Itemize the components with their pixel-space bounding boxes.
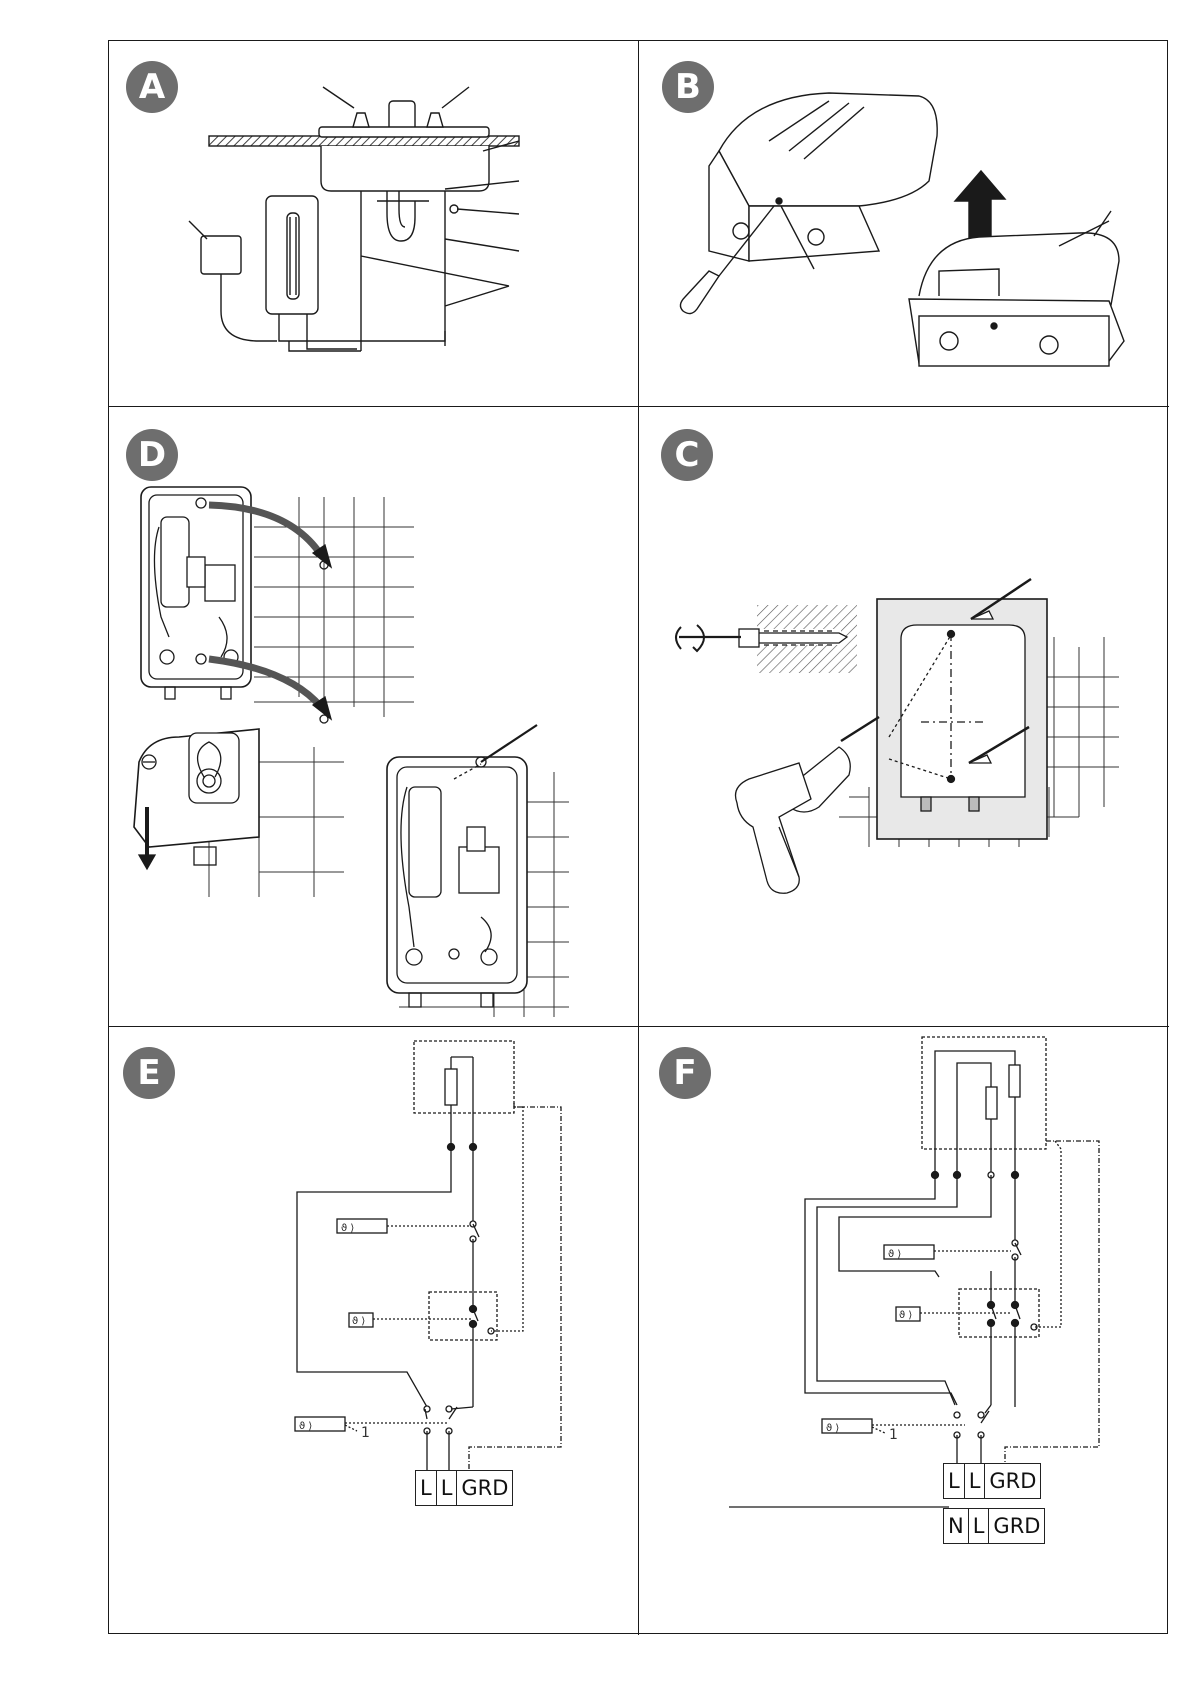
svg-text:ϑ ⟩: ϑ ⟩ xyxy=(341,1223,354,1234)
terminal-e-1: L xyxy=(416,1471,437,1505)
terminal-f-top-1: L xyxy=(944,1464,965,1498)
panel-a: A xyxy=(109,41,639,407)
terminal-f-bottom-2: L xyxy=(969,1509,990,1543)
figure-grid: A xyxy=(108,40,1168,1634)
terminal-e-2: L xyxy=(437,1471,458,1505)
terminal-f-bottom-3: GRD xyxy=(989,1509,1044,1543)
sink-installation-drawing xyxy=(109,41,639,407)
switch-number-f: 1 xyxy=(889,1427,898,1443)
terminal-block-f-bottom: N L GRD xyxy=(943,1508,1045,1544)
cover-removal-drawing xyxy=(639,41,1169,407)
terminal-e-3: GRD xyxy=(457,1471,512,1505)
panel-b: B xyxy=(639,41,1169,407)
terminal-block-f-top: L L GRD xyxy=(943,1463,1041,1499)
panel-c: C xyxy=(639,407,1169,1027)
wiring-diagram-e: ϑ ⟩ ϑ ⟩ ϑ ⟩ xyxy=(109,1027,639,1635)
terminal-f-top-2: L xyxy=(965,1464,986,1498)
panel-e: E xyxy=(109,1027,639,1635)
panel-d: D xyxy=(109,407,639,1027)
svg-text:ϑ ⟩: ϑ ⟩ xyxy=(299,1421,312,1432)
switch-number-e: 1 xyxy=(361,1425,370,1441)
terminal-block-e: L L GRD xyxy=(415,1470,513,1506)
wiring-diagram-f: ϑ ⟩ ϑ ⟩ ϑ ⟩ xyxy=(639,1027,1169,1635)
svg-text:ϑ ⟩: ϑ ⟩ xyxy=(899,1310,912,1321)
terminal-f-top-3: GRD xyxy=(985,1464,1040,1498)
panel-f: F xyxy=(639,1027,1169,1635)
svg-text:ϑ ⟩: ϑ ⟩ xyxy=(352,1316,365,1327)
svg-text:ϑ ⟩: ϑ ⟩ xyxy=(888,1249,901,1260)
drilling-drawing xyxy=(639,407,1169,1027)
svg-text:ϑ ⟩: ϑ ⟩ xyxy=(826,1423,839,1434)
terminal-f-bottom-1: N xyxy=(944,1509,969,1543)
mounting-holes-drawing xyxy=(109,407,639,1027)
